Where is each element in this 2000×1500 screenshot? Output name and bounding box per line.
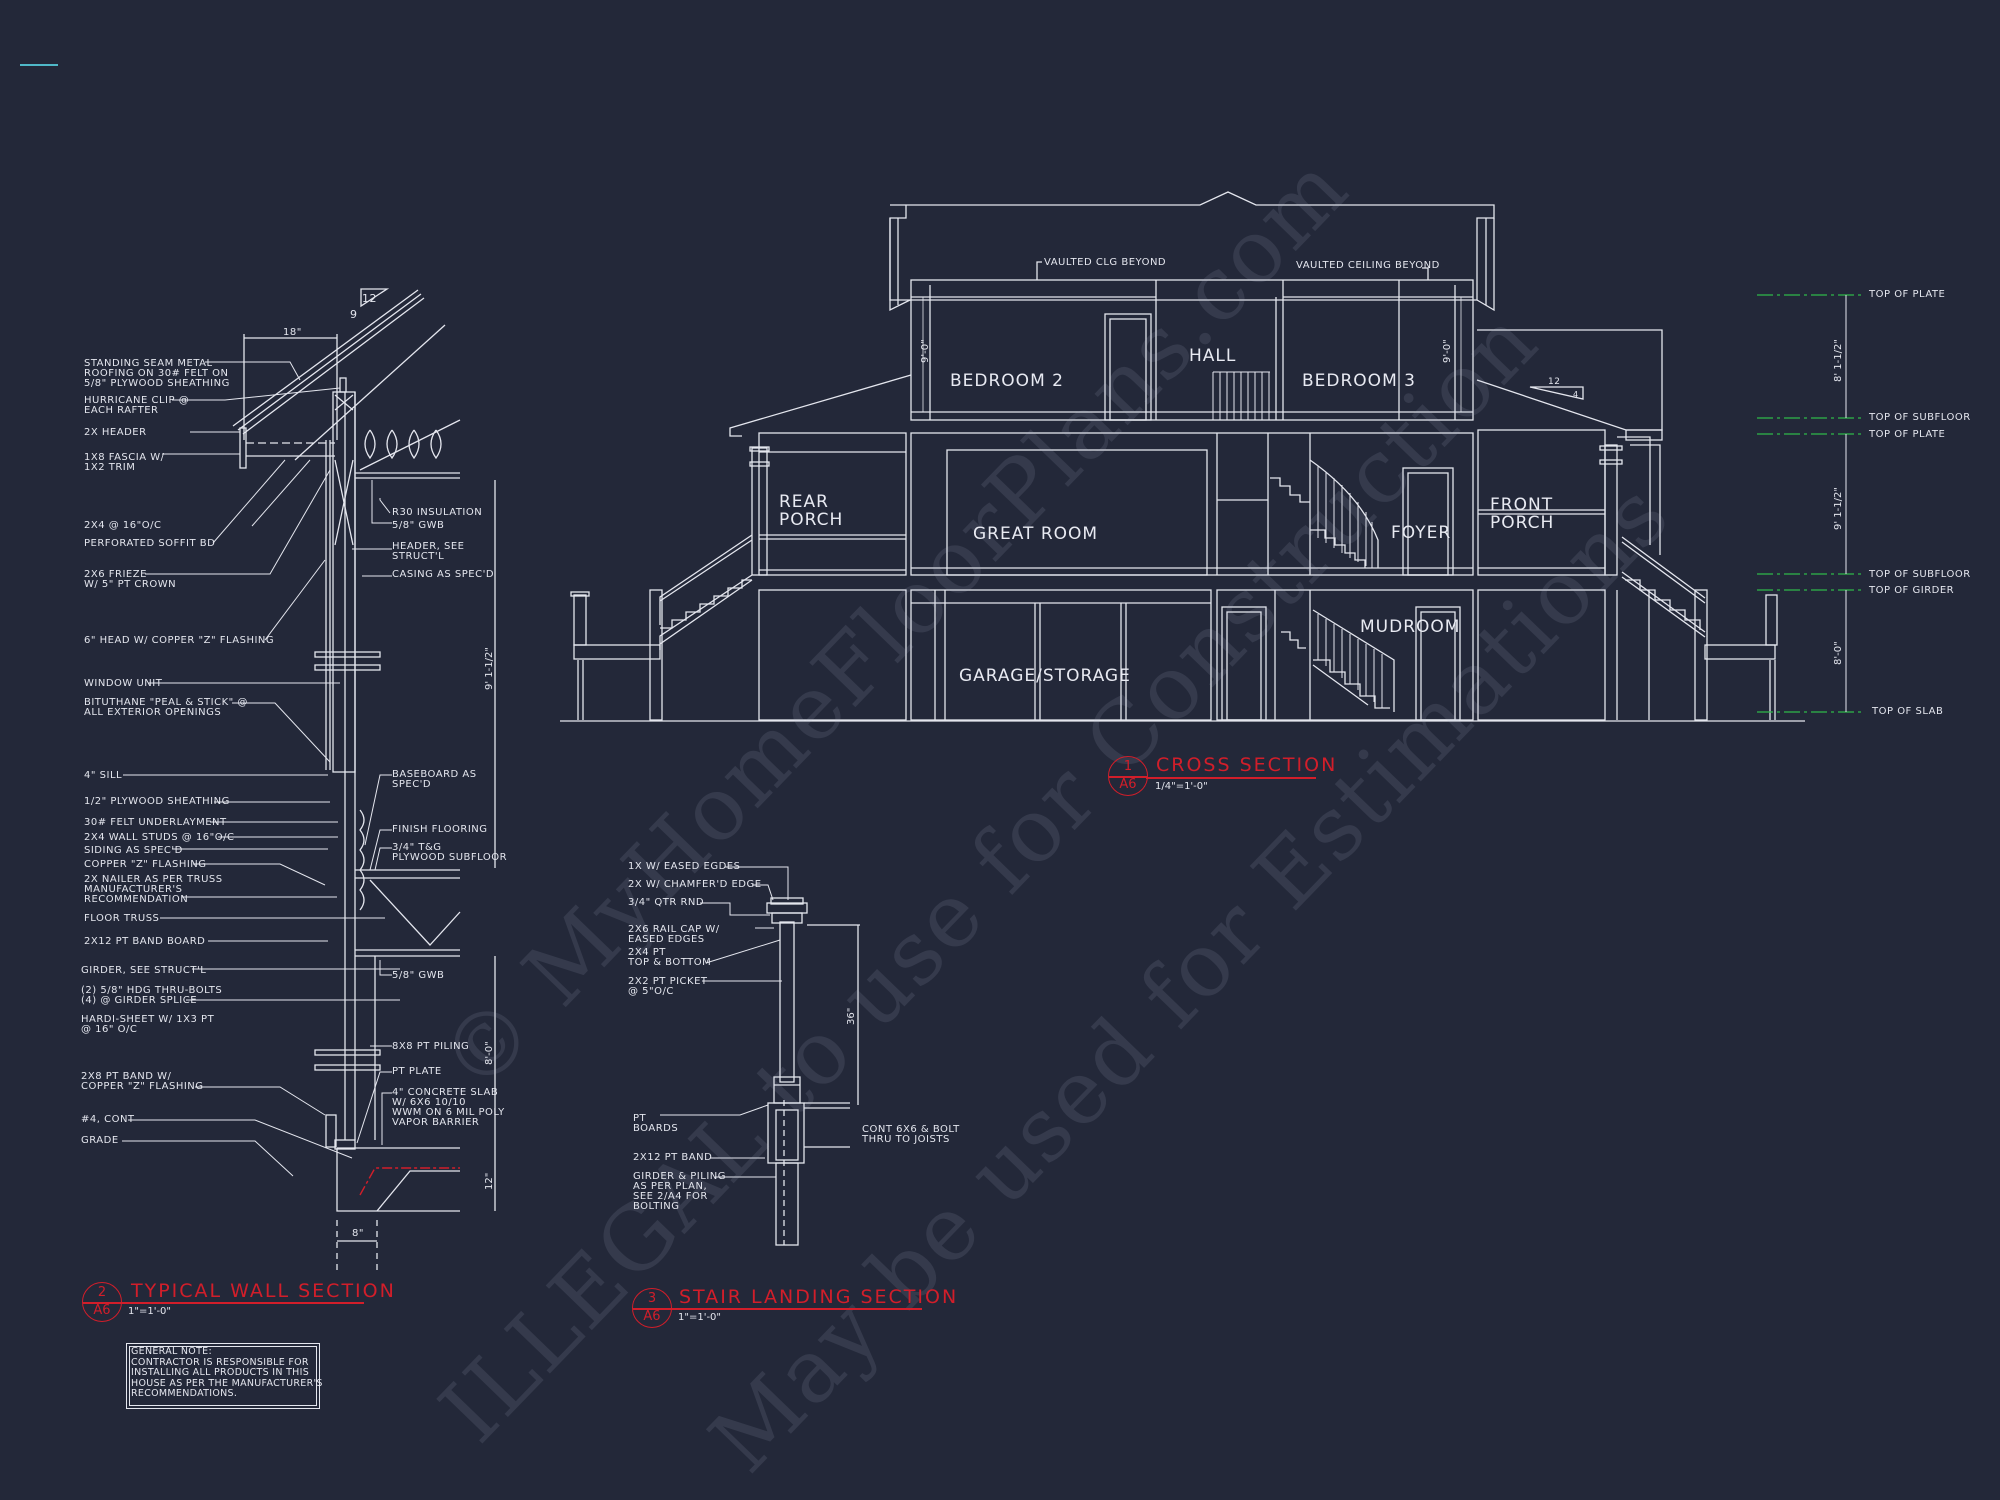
callout-sill: 4" SILL bbox=[84, 770, 123, 781]
level-top-of-slab: TOP OF SLAB bbox=[1872, 706, 1944, 717]
callout-hurricane-clip: HURRICANE CLIP @ EACH RAFTER bbox=[84, 395, 190, 416]
callout-head-flashing: 6" HEAD W/ COPPER "Z" FLASHING bbox=[84, 635, 275, 646]
dim-main-level: 9' 1-1/2" bbox=[1833, 487, 1844, 530]
callout-cont-6x6: CONT 6x6 & BOLT THRU TO JOISTS bbox=[862, 1124, 960, 1145]
room-great-room: GREAT ROOM bbox=[973, 524, 1099, 544]
callout-piling: 8x8 PT PILING bbox=[392, 1041, 470, 1052]
callout-roofing: STANDING SEAM METAL ROOFING ON 30# FELT … bbox=[84, 358, 230, 389]
callout-qtr-rnd: 3/4" QTR RND bbox=[628, 897, 705, 908]
callout-2x-header: 2x HEADER bbox=[84, 427, 147, 438]
room-foyer: FOYER bbox=[1391, 523, 1452, 543]
wall-section-scale: 1"=1'-0" bbox=[128, 1306, 172, 1317]
callout-wall-studs: 2x4 WALL STUDS @ 16"o/c bbox=[84, 832, 235, 843]
callout-frieze: 2x6 FRIEZE W/ 5" PT CROWN bbox=[84, 569, 177, 590]
cross-section-title: CROSS SECTION bbox=[1156, 754, 1338, 776]
level-top-of-plate-upper: TOP OF PLATE bbox=[1869, 289, 1946, 300]
callout-concrete-slab: 4" CONCRETE SLAB W/ 6x6 10/10 WWM ON 6 M… bbox=[392, 1087, 505, 1128]
detail-bubble-2: 2 A6 bbox=[82, 1282, 122, 1322]
wall-section-title: TYPICAL WALL SECTION bbox=[131, 1280, 396, 1302]
cross-section-linework bbox=[560, 191, 1805, 722]
room-garage-storage: GARAGE/STORAGE bbox=[959, 666, 1131, 686]
level-top-of-subfloor-upper: TOP OF SUBFLOOR bbox=[1869, 412, 1971, 423]
callout-rebar: #4, CONT bbox=[81, 1114, 135, 1125]
callout-r30: R30 INSULATION bbox=[392, 507, 483, 518]
level-top-of-subfloor-main: TOP OF SUBFLOOR bbox=[1869, 569, 1971, 580]
callout-copper-flashing: COPPER "Z" FLASHING bbox=[84, 859, 207, 870]
dim-footing-width: 8" bbox=[352, 1228, 364, 1239]
room-rear-porch: REAR PORCH bbox=[779, 492, 844, 530]
callout-thru-bolts: (2) 5/8" HDG THRU-BOLTS (4) @ GIRDER SPL… bbox=[81, 985, 223, 1006]
dim-rail-height: 36" bbox=[846, 1007, 857, 1025]
room-bedroom-2: BEDROOM 2 bbox=[950, 371, 1064, 391]
pitch-rise: 9 bbox=[350, 308, 358, 321]
level-top-of-plate-main: TOP OF PLATE bbox=[1869, 429, 1946, 440]
callout-floor-truss: FLOOR TRUSS bbox=[84, 913, 160, 924]
stair-landing-title: STAIR LANDING SECTION bbox=[679, 1286, 959, 1308]
detail-bubble-1: 1 A6 bbox=[1108, 756, 1148, 796]
callout-plywood-sheathing: 1/2" PLYWOOD SHEATHING bbox=[84, 796, 230, 807]
level-top-of-girder: TOP OF GIRDER bbox=[1869, 585, 1955, 596]
stair-landing-linework bbox=[660, 866, 860, 1246]
stair-landing-scale: 1"=1'-0" bbox=[678, 1312, 722, 1323]
callout-felt: 30# FELT UNDERLAYMENT bbox=[84, 817, 227, 828]
callout-gwb-lower: 5/8" GWB bbox=[392, 970, 445, 981]
callout-bituthane: BITUTHANE "PEAL & STICK" @ ALL EXTERIOR … bbox=[84, 697, 248, 718]
callout-soffit: PERFORATED SOFFIT BD bbox=[84, 538, 216, 549]
callout-gwb-upper: 5/8" GWB bbox=[392, 520, 445, 531]
cross-section-scale: 1/4"=1'-0" bbox=[1155, 781, 1208, 792]
callout-chamfer-edge: 2x W/ CHAMFER'D EDGE bbox=[628, 879, 762, 890]
dim-ceiling-left: 9'-0" bbox=[920, 339, 931, 363]
callout-2x4: 2x4 @ 16"o/c bbox=[84, 520, 162, 531]
room-mudroom: MUDROOM bbox=[1360, 617, 1461, 637]
callout-picket: 2x2 PT PICKET @ 5"o/c bbox=[628, 976, 708, 997]
callout-header-struct: HEADER, SEE STRUCT'L bbox=[392, 541, 465, 562]
porch-pitch-rise: 4 bbox=[1573, 390, 1579, 399]
callout-casing: CASING AS SPEC'D bbox=[392, 569, 495, 580]
room-hall: HALL bbox=[1189, 346, 1237, 366]
callout-subfloor: 3/4" T&G PLYWOOD SUBFLOOR bbox=[392, 842, 508, 863]
note-vaulted-ceiling: VAULTED CEILING BEYOND bbox=[1296, 260, 1440, 271]
callout-baseboard: BASEBOARD AS SPEC'D bbox=[392, 769, 477, 790]
detail-bubble-3: 3 A6 bbox=[632, 1288, 672, 1328]
callout-pt-band: 2x12 PT BAND bbox=[633, 1152, 713, 1163]
room-bedroom-3: BEDROOM 3 bbox=[1302, 371, 1416, 391]
general-note-text: GENERAL NOTE: CONTRACTOR IS RESPONSIBLE … bbox=[131, 1346, 323, 1399]
callout-2x8-band: 2x8 PT BAND W/ COPPER "Z" FLASHING bbox=[81, 1071, 204, 1092]
dim-wall-height: 9' 1-1/2" bbox=[484, 647, 495, 690]
callout-window-unit: WINDOW UNIT bbox=[84, 678, 163, 689]
callout-eased-edges: 1x W/ EASED EGDES bbox=[628, 861, 741, 872]
callout-finish-flooring: FINISH FLOORING bbox=[392, 824, 488, 835]
pitch-run: 12 bbox=[362, 292, 377, 305]
porch-pitch-run: 12 bbox=[1548, 377, 1561, 387]
callout-2x4-pt: 2x4 PT TOP & BOTTOM bbox=[628, 947, 712, 968]
callout-nailer: 2x NAILER AS PER TRUSS MANUFACTURER'S RE… bbox=[84, 874, 223, 905]
callout-girder-piling: GIRDER & PILING AS PER PLAN, SEE 2/A4 FO… bbox=[633, 1171, 726, 1212]
callout-rail-cap: 2x6 RAIL CAP W/ EASED EDGES bbox=[628, 924, 720, 945]
accent-dash-mark bbox=[20, 64, 58, 66]
overhang-dim: 18" bbox=[283, 327, 302, 338]
callout-hardi-sheet: HARDI-SHEET W/ 1x3 PT @ 16" o/c bbox=[81, 1014, 215, 1035]
dim-ceiling-right: 9'-0" bbox=[1442, 339, 1453, 363]
dim-upper-level: 8' 1-1/2" bbox=[1833, 339, 1844, 382]
callout-siding: SIDING AS SPEC'D bbox=[84, 845, 183, 856]
callout-pt-plate: PT PLATE bbox=[392, 1066, 442, 1077]
general-note-box: GENERAL NOTE: CONTRACTOR IS RESPONSIBLE … bbox=[126, 1343, 323, 1409]
callout-pt-boards: PT BOARDS bbox=[633, 1113, 679, 1134]
room-front-porch: FRONT PORCH bbox=[1490, 495, 1555, 533]
note-vaulted-clg: VAULTED CLG BEYOND bbox=[1044, 257, 1167, 268]
wall-section-linework bbox=[122, 288, 496, 1270]
dim-ground-height: 8'-0" bbox=[484, 1041, 495, 1065]
dim-ground-level: 8'-0" bbox=[1833, 641, 1844, 665]
callout-band-board: 2x12 PT BAND BOARD bbox=[84, 936, 206, 947]
callout-girder: GIRDER, SEE STRUCT'L bbox=[81, 965, 207, 976]
callout-fascia: 1x8 FASCIA W/ 1x2 TRIM bbox=[84, 452, 165, 473]
dim-footing-depth: 12" bbox=[484, 1172, 495, 1190]
callout-grade: GRADE bbox=[81, 1135, 119, 1146]
